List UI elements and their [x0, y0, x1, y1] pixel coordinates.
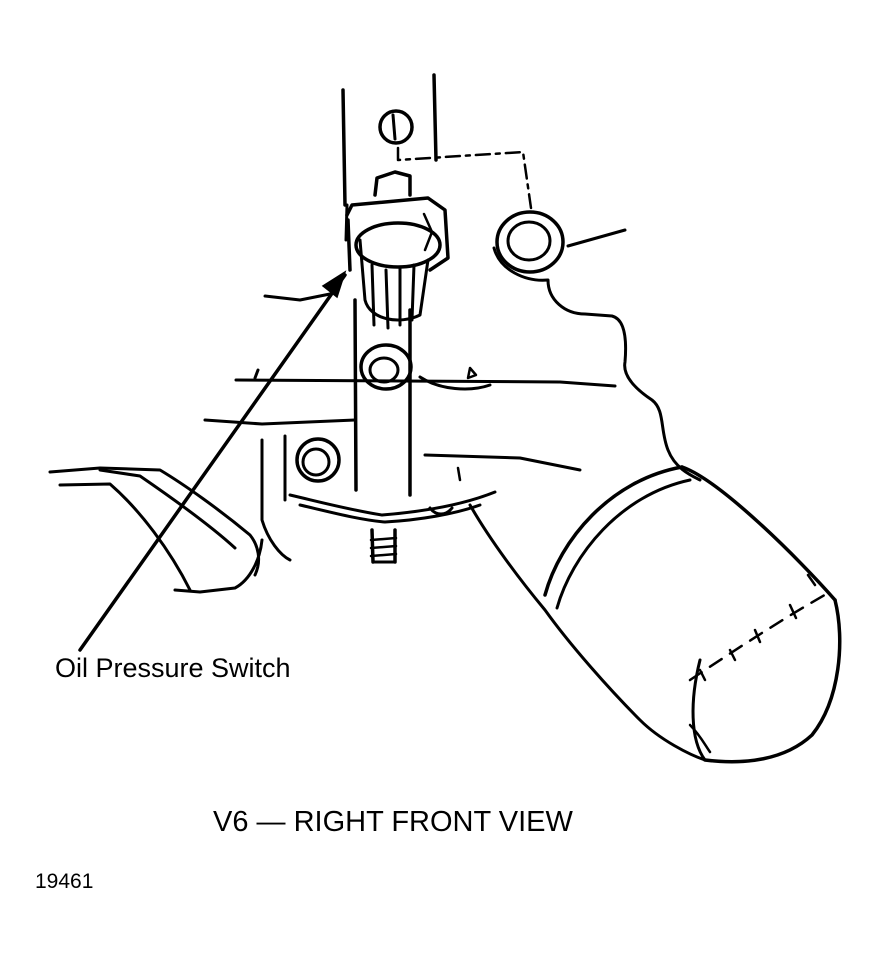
figure-number: 19461 [35, 870, 94, 893]
alignment-dash-line [396, 146, 533, 210]
figure-caption: V6 — RIGHT FRONT VIEW [213, 806, 573, 838]
oil-filter [468, 465, 842, 764]
callout-leader [78, 270, 347, 652]
engine-port [495, 210, 627, 274]
boss-bolt [295, 437, 341, 483]
sender-adapter [288, 298, 497, 564]
oil-pressure-switch [345, 170, 450, 330]
manifold [48, 434, 292, 594]
engine-block [203, 246, 702, 482]
top-bolt [378, 109, 414, 145]
oil-pressure-switch-label: Oil Pressure Switch [55, 653, 291, 683]
